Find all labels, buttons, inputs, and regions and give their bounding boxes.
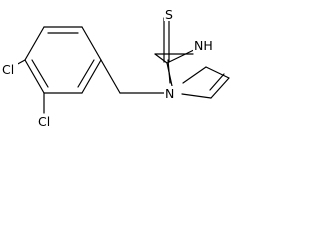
bond — [81, 59, 102, 94]
bond — [210, 77, 230, 99]
bond — [24, 26, 45, 61]
atom-labels: Cl Cl S NH N — [0, 7, 217, 129]
atom-s: S — [165, 7, 173, 22]
bond-c2-n1 — [166, 62, 173, 87]
aromatic-inner-bond — [31, 59, 49, 88]
double-bond-inner — [209, 73, 225, 91]
chemical-structure: Cl Cl S NH N — [0, 7, 230, 129]
bond-ring-ch2 — [100, 59, 121, 94]
bond — [81, 26, 102, 61]
atom-nh: NH — [194, 38, 213, 53]
atom-cl-lower: Cl — [38, 114, 50, 129]
benzene-ring — [24, 26, 102, 94]
atom-n: N — [165, 86, 174, 101]
aromatic-inner-bond — [77, 59, 95, 88]
bond — [205, 66, 230, 79]
imidazole-ring — [154, 46, 230, 99]
bond — [181, 93, 212, 99]
bond — [24, 59, 45, 94]
bond — [182, 66, 207, 84]
thione-bond — [163, 17, 170, 63]
atom-cl-upper: Cl — [2, 62, 14, 77]
bond — [154, 53, 168, 64]
substituent-bonds — [13, 59, 165, 114]
